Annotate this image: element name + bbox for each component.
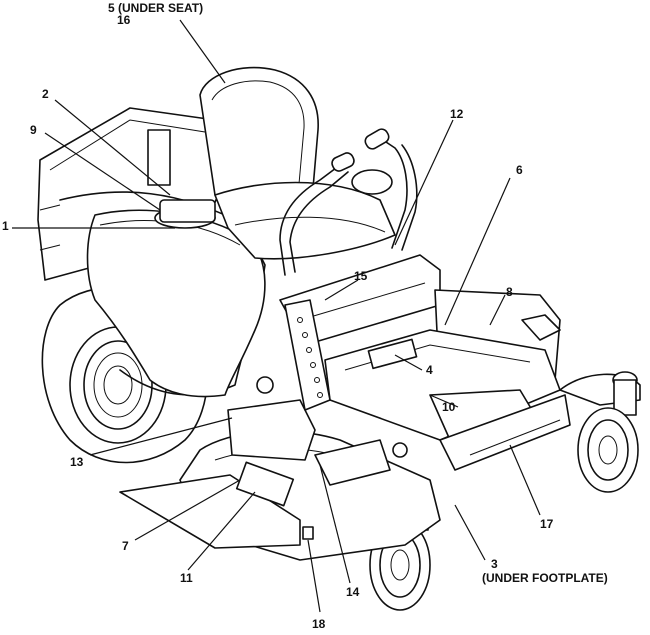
callout-14: 14: [346, 585, 360, 599]
leader-lines: [12, 19, 541, 613]
callout-10: 10: [442, 400, 456, 414]
side-plate: [256, 299, 408, 458]
callout-3: 3: [491, 557, 498, 571]
callout-13: 13: [70, 455, 84, 469]
front-caster-right: [559, 371, 641, 493]
callout-6: 6: [516, 163, 523, 177]
callout-16: 16: [117, 13, 131, 27]
callout-9: 9: [30, 123, 37, 137]
steering-levers: [279, 128, 418, 276]
callout-1: 1: [2, 219, 9, 233]
callout-7: 7: [122, 539, 129, 553]
callout-8: 8: [506, 285, 513, 299]
callout-17: 17: [540, 517, 554, 531]
callout-2: 2: [42, 87, 49, 101]
mower-deck: [119, 399, 441, 561]
frame-and-footplate: [279, 254, 571, 471]
operator-seat: [199, 66, 396, 260]
callout-11: 11: [180, 571, 193, 585]
callout-15: 15: [354, 269, 368, 283]
callout-4: 4: [426, 363, 433, 377]
callout-12: 12: [450, 107, 464, 121]
callout-18: 18: [312, 617, 326, 631]
callout-3-note: (UNDER FOOTPLATE): [482, 571, 608, 585]
callout-5: 5 (UNDER SEAT): [108, 1, 204, 15]
left-fender: [86, 199, 266, 398]
